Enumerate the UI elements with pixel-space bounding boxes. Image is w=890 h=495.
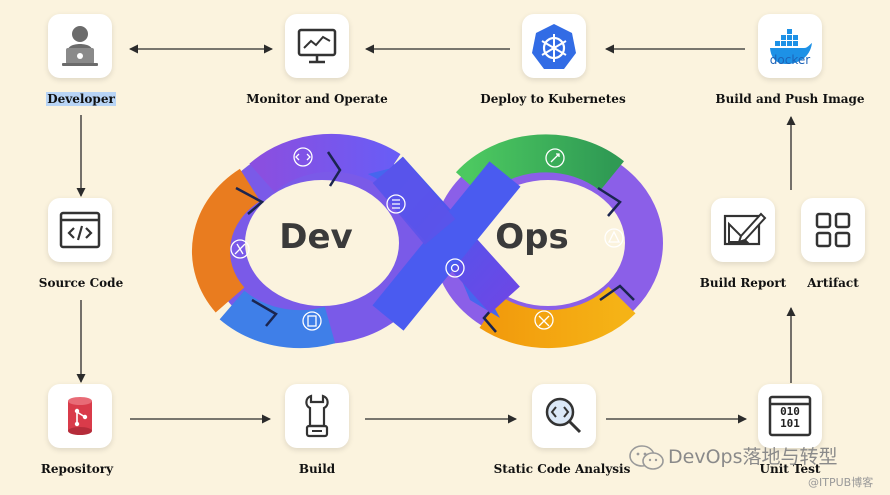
loop-stage-icons	[230, 147, 624, 331]
watermark-source: @ITPUB博客	[808, 476, 874, 489]
unit-test-binary-line2: 101	[780, 417, 800, 430]
unit-test-label: Unit Test	[759, 462, 821, 476]
git-repository-icon	[68, 397, 92, 435]
build-report-node	[711, 198, 775, 262]
source-code-node	[48, 198, 112, 262]
developer-laptop-icon	[62, 26, 98, 66]
monitor-chart-icon	[297, 28, 337, 64]
build-push-label: Build and Push Image	[715, 92, 865, 106]
report-design-icon	[723, 212, 767, 246]
dev-word: Dev	[279, 217, 352, 257]
build-push-node: docker	[758, 14, 822, 78]
monitor-label: Monitor and Operate	[246, 92, 388, 106]
artifact-node	[801, 198, 865, 262]
docker-icon	[770, 29, 812, 64]
repository-node	[48, 384, 112, 448]
rocket-icon	[545, 148, 565, 168]
code-window-icon	[59, 211, 101, 249]
code-search-icon	[545, 397, 582, 434]
monitor-node	[285, 14, 349, 78]
repository-label: Repository	[40, 462, 114, 476]
test-clipboard-icon	[302, 311, 322, 331]
ops-word: Ops	[495, 217, 568, 257]
kubernetes-icon	[532, 24, 576, 69]
checklist-icon	[386, 194, 406, 214]
source-code-label: Source Code	[38, 276, 124, 290]
binary-window-icon	[768, 395, 812, 437]
artifact-grid-icon	[815, 212, 851, 248]
build-report-label: Build Report	[699, 276, 787, 290]
settings-icon	[445, 258, 465, 278]
monitor-icon	[604, 228, 624, 248]
build-wrench-icon	[305, 394, 329, 438]
wechat-icon	[629, 445, 664, 470]
build-node	[285, 384, 349, 448]
static-analysis-label: Static Code Analysis	[493, 462, 631, 476]
deploy-label: Deploy to Kubernetes	[480, 92, 626, 106]
artifact-label: Artifact	[807, 276, 859, 290]
unit-test-binary-line1: 010	[780, 405, 800, 418]
watermark-title: DevOps落地与转型	[668, 446, 838, 468]
build-label: Build	[298, 462, 336, 476]
feedback-icon	[534, 310, 554, 330]
infinity-crossover	[368, 156, 521, 331]
code-icon	[293, 147, 313, 167]
docker-wordmark: docker	[769, 53, 811, 67]
unit-test-node: 010 101	[758, 384, 822, 448]
developer-node	[48, 14, 112, 78]
developer-label: Developer	[46, 92, 116, 106]
deploy-node	[522, 14, 586, 78]
build-tool-icon	[230, 239, 250, 259]
static-analysis-node	[532, 384, 596, 448]
